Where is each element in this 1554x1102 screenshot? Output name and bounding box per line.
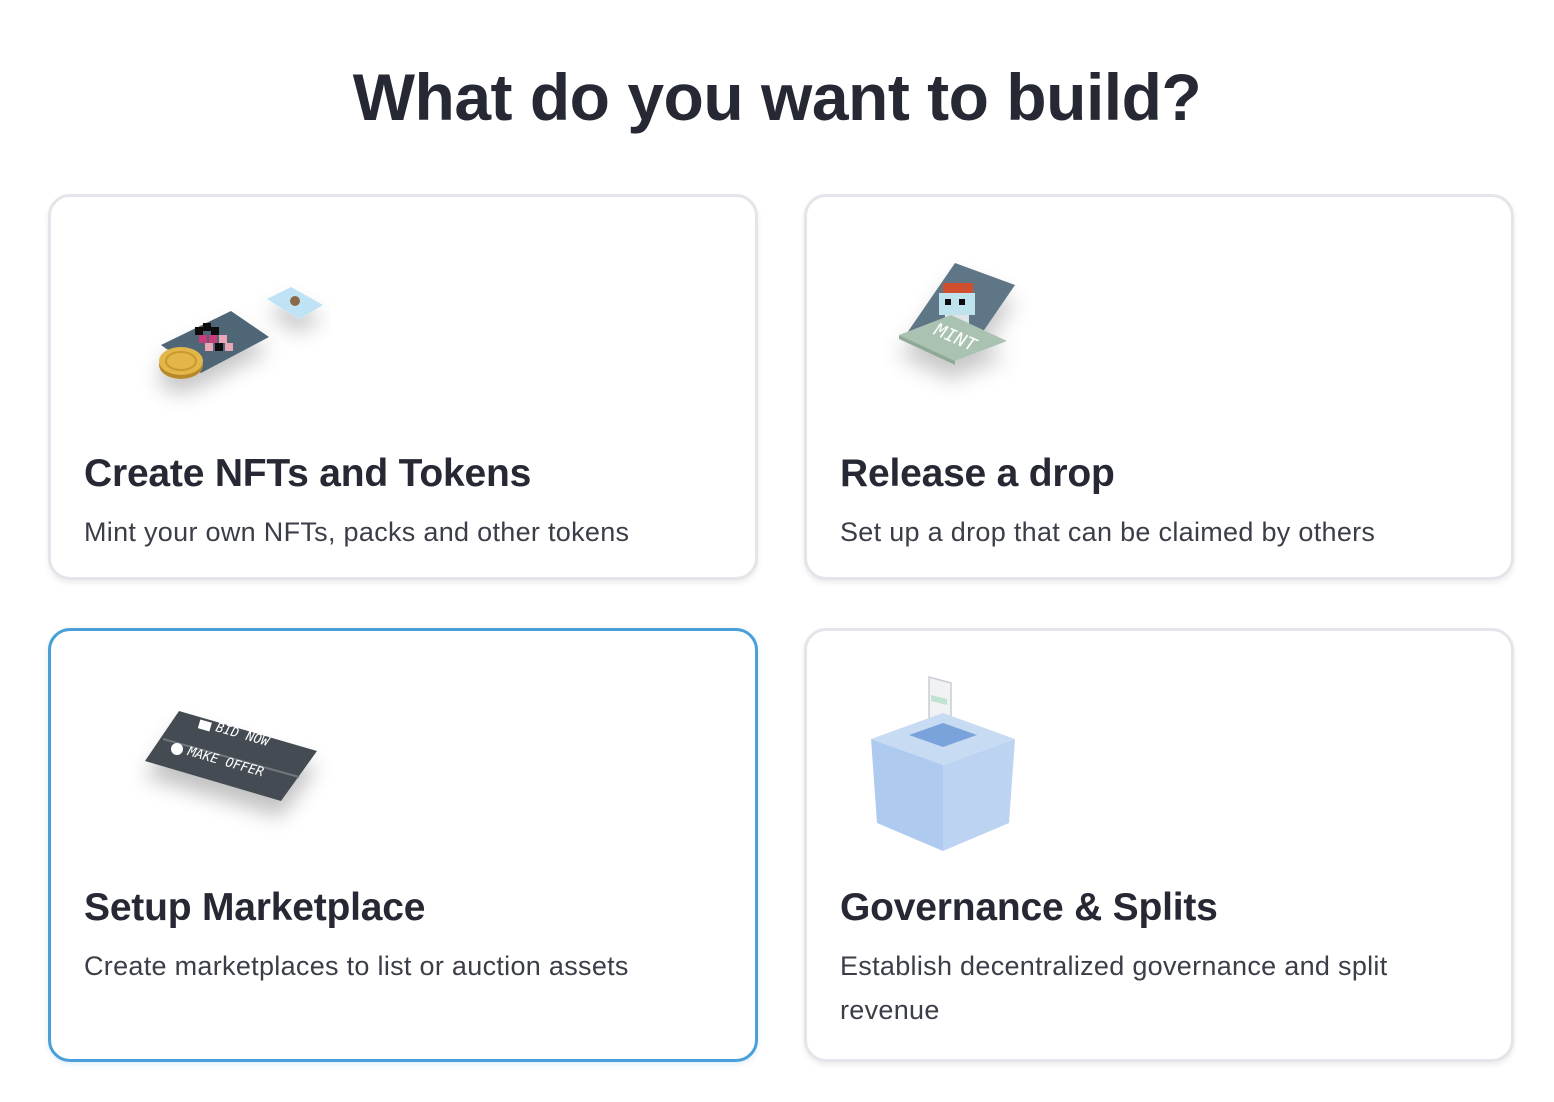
setup-marketplace-card[interactable]: BID NOW MAKE OFFER Setup Marketplace Cre… [48,628,758,1062]
nft-tokens-icon [159,287,323,379]
tag-icon [171,743,183,755]
card-description: Establish decentralized governance and s… [840,951,1388,1025]
card-description: Mint your own NFTs, packs and other toke… [84,517,630,547]
card-description: Create marketplaces to list or auction a… [84,951,629,981]
release-drop-card[interactable]: MINT Release a drop Set up a drop that c… [804,194,1514,580]
mint-drop-icon: MINT [899,263,1015,365]
card-title: Governance & Splits [840,886,1218,929]
marketplace-icon: BID NOW MAKE OFFER [145,711,317,801]
card-title: Release a drop [840,452,1115,495]
wallet-icon [197,719,212,732]
card-title: Create NFTs and Tokens [84,452,532,495]
ballot-box-icon [871,676,1015,851]
page-title: What do you want to build? [352,60,1202,134]
governance-splits-card[interactable]: Governance & Splits Establish decentrali… [804,628,1514,1062]
card-title: Setup Marketplace [84,886,426,929]
create-nfts-card[interactable]: Create NFTs and Tokens Mint your own NFT… [48,194,758,580]
card-description: Set up a drop that can be claimed by oth… [840,517,1376,547]
